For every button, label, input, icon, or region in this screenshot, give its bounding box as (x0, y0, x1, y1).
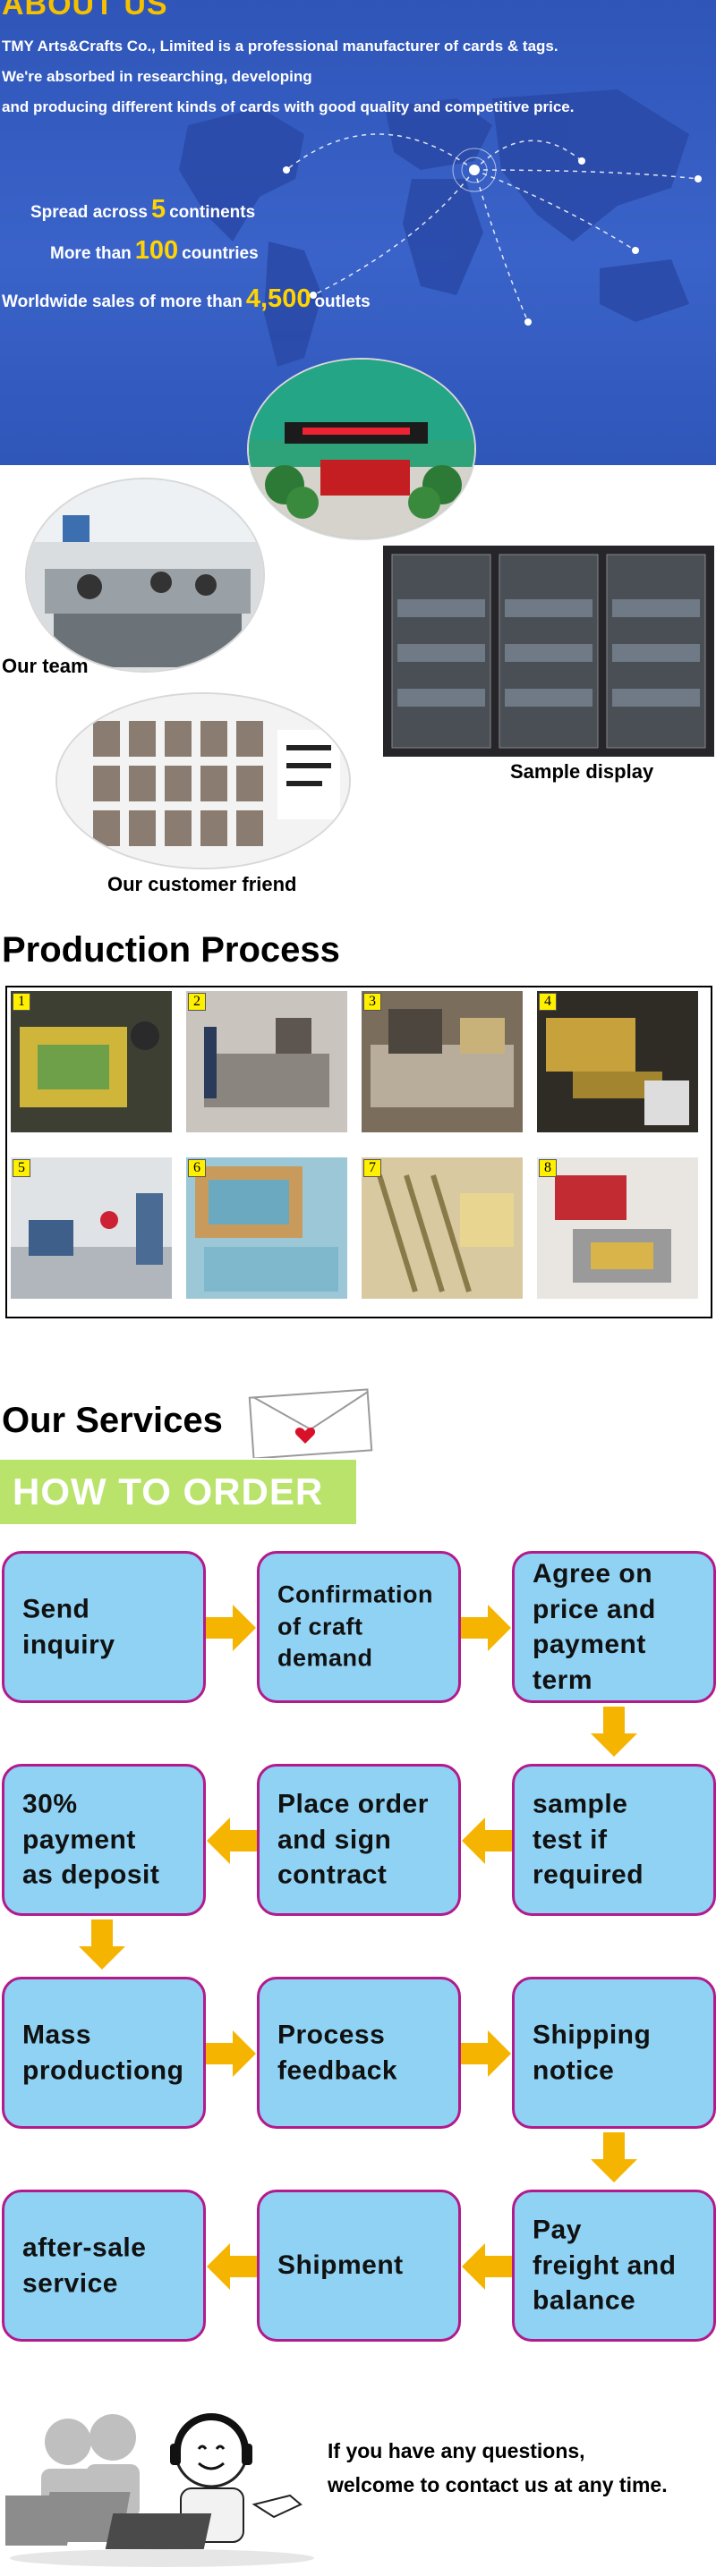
process-step-1-image (20, 1021, 159, 1107)
process-step-2-photo: 2 (186, 991, 347, 1132)
team-photo (25, 478, 265, 673)
process-step-8-image (555, 1175, 671, 1283)
process-step-3-badge: 3 (363, 993, 381, 1011)
step-shipment: Shipment (257, 2190, 461, 2342)
process-step-6-badge: 6 (188, 1159, 206, 1177)
arrow-right-icon (206, 1605, 256, 1651)
about-line-2: We're absorbed in researching, developin… (2, 68, 312, 85)
arrow-down-icon (79, 1919, 125, 1970)
about-title: ABOUT US (2, 0, 168, 21)
production-process-title: Production Process (2, 930, 340, 970)
step-mass-production: Mass productiong (2, 1977, 206, 2129)
process-step-4-photo: 4 (537, 991, 698, 1132)
envelope-icon (248, 1388, 373, 1458)
process-step-4-badge: 4 (539, 993, 557, 1011)
process-step-7-badge: 7 (363, 1159, 381, 1177)
about-line-1: TMY Arts&Crafts Co., Limited is a profes… (2, 38, 558, 55)
contact-message: If you have any questions, welcome to co… (328, 2439, 668, 2496)
about-line-3: and producing different kinds of cards w… (2, 98, 575, 115)
step-agree-on-price: Agree on price and payment term (512, 1551, 716, 1703)
arrow-right-icon (461, 2030, 511, 2077)
process-step-3-photo: 3 (362, 991, 523, 1132)
reception-photo (247, 358, 476, 540)
how-to-order-banner: HOW TO ORDER (0, 1460, 356, 1524)
process-step-1-badge: 1 (13, 993, 30, 1011)
process-step-8-badge: 8 (539, 1159, 557, 1177)
process-step-4-image (546, 1018, 689, 1125)
process-step-6-photo: 6 (186, 1157, 347, 1299)
arrow-left-icon (462, 1818, 512, 1864)
process-step-3-image (371, 1009, 514, 1107)
arrow-right-icon (461, 1605, 511, 1651)
customer-image (57, 694, 349, 868)
customer-service-illustration (5, 2413, 314, 2567)
world-map-graphic (179, 89, 702, 367)
arrow-left-icon (207, 1818, 257, 1864)
reception-image (249, 360, 474, 538)
our-services-title: Our Services (2, 1401, 223, 1440)
process-step-1-photo: 1 (11, 991, 172, 1132)
sample-display-photo (383, 546, 714, 757)
sample-display-caption: Sample display (510, 760, 654, 783)
arrow-down-icon (591, 1707, 637, 1757)
arrow-down-icon (591, 2132, 637, 2182)
arrow-left-icon (462, 2243, 512, 2290)
production-process-grid: 1 2 3 4 5 6 7 8 (5, 986, 712, 1318)
process-step-8-photo: 8 (537, 1157, 698, 1299)
step-send-inquiry: Send inquiry (2, 1551, 206, 1703)
step-shipping-notice: Shipping notice (512, 1977, 716, 2129)
customer-caption: Our customer friend (107, 873, 297, 895)
arrow-left-icon (207, 2243, 257, 2290)
team-image (27, 479, 263, 671)
step-after-sale-service: after-sale service (2, 2190, 206, 2342)
step-place-order: Place order and sign contract (257, 1764, 461, 1916)
process-step-7-photo: 7 (362, 1157, 523, 1299)
step-pay-freight-and-balance: Pay freight and balance (512, 2190, 716, 2342)
process-step-5-image (11, 1193, 172, 1299)
arrow-right-icon (206, 2030, 256, 2077)
process-step-6-image (195, 1166, 338, 1292)
process-step-5-photo: 5 (11, 1157, 172, 1299)
customer-photo (55, 692, 351, 869)
step-sample-test: sample test if required (512, 1764, 716, 1916)
sample-display-image (383, 546, 714, 757)
step-confirmation-of-craft-demand: Confirmation of craft demand (257, 1551, 461, 1703)
step-30-percent-deposit: 30% payment as deposit (2, 1764, 206, 1916)
process-step-2-badge: 2 (188, 993, 206, 1011)
step-process-feedback: Process feedback (257, 1977, 461, 2129)
team-caption: Our team (2, 655, 89, 677)
process-step-5-badge: 5 (13, 1159, 30, 1177)
process-step-2-image (204, 1018, 329, 1107)
process-step-7-image (377, 1174, 514, 1292)
how-to-order-label: HOW TO ORDER (13, 1470, 324, 1513)
